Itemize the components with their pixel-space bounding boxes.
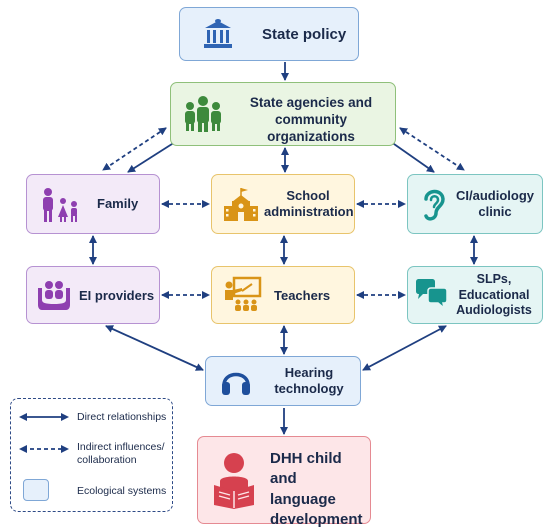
state-agencies-label: State agencies and community organizatio…: [249, 95, 373, 144]
teacher-board-icon: [225, 276, 262, 311]
group-people-icon: [185, 96, 221, 132]
ci-audiology-clinic-label: CI/audiology clinic: [456, 188, 534, 220]
node-school-administration: School administration: [211, 174, 355, 234]
legend: Direct relationships Indirect influences…: [10, 398, 173, 512]
headphones-icon: [222, 372, 250, 395]
legend-systems-label: Ecological systems: [77, 485, 167, 497]
hearing-technology-label: Hearing technology: [274, 365, 344, 397]
node-state-agencies: State agencies and community organizatio…: [170, 82, 396, 146]
node-state-policy: State policy: [179, 7, 359, 61]
ear-icon: [424, 189, 445, 221]
node-hearing-technology: Hearing technology: [205, 356, 361, 406]
child-reading-icon: [214, 453, 254, 509]
state-policy-label: State policy: [262, 26, 347, 43]
dashed-agencies-family: [102, 127, 167, 171]
dhh-child-label: DHH child and language development: [270, 450, 363, 528]
node-dhh-child: DHH child and language development: [197, 436, 371, 528]
legend-dashed-arrow: [19, 445, 69, 453]
arrow-ei-hearing: [105, 325, 204, 371]
school-building-icon: [224, 188, 258, 221]
node-teachers: Teachers: [211, 266, 355, 324]
node-ei-providers: EI providers: [26, 266, 160, 324]
dashed-agencies-clinic: [399, 127, 465, 171]
speech-bubbles-icon: [416, 279, 448, 309]
node-family: Family: [26, 174, 160, 234]
family-label: Family: [97, 196, 139, 211]
ei-providers-label: EI providers: [79, 288, 155, 303]
node-ci-audiology-clinic: CI/audiology clinic: [407, 174, 543, 234]
slps-label: SLPs, Educational Audiologists: [456, 272, 532, 318]
legend-system-swatch: [23, 479, 49, 501]
hands-holding-people-icon: [38, 281, 70, 310]
legend-direct-label: Direct relationships: [77, 411, 167, 423]
school-administration-label: School administration: [264, 188, 354, 220]
teachers-label: Teachers: [274, 288, 331, 303]
legend-indirect-label: Indirect influences/ collaboration: [77, 441, 165, 466]
arrow-slp-hearing: [362, 325, 447, 371]
node-slps-educational-audiologists: SLPs, Educational Audiologists: [407, 266, 543, 324]
family-icon: [43, 188, 77, 222]
legend-solid-arrow: [19, 413, 69, 421]
government-building-icon: [204, 19, 232, 48]
